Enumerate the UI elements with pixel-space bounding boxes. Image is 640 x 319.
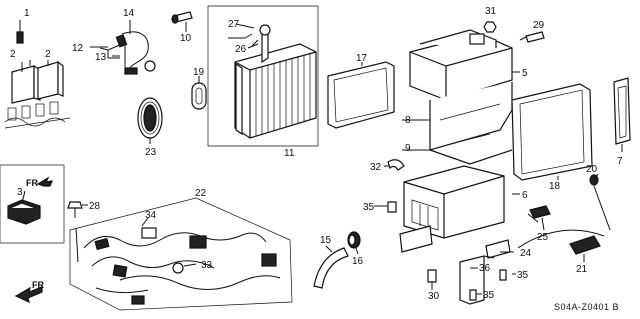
part-17-seal — [327, 61, 395, 129]
callout-15: 15 — [320, 235, 332, 246]
callout-23: 23 — [145, 147, 157, 158]
callout-12: 12 — [72, 43, 84, 54]
relay-bracket — [4, 101, 71, 129]
part-10-tube — [171, 11, 193, 32]
callout-5: 5 — [522, 68, 528, 79]
part-35-bolts — [387, 201, 507, 301]
part-23-seal — [137, 97, 163, 144]
callout-19: 19 — [193, 67, 205, 78]
callout-36: 36 — [479, 263, 491, 274]
callout-2b: 2 — [45, 49, 51, 60]
part-18-seal — [511, 83, 593, 181]
part-11-evaporator — [207, 5, 319, 147]
callout-26: 26 — [235, 44, 247, 55]
part-2-relays — [11, 60, 64, 104]
callout-10: 10 — [180, 33, 192, 44]
part-12-14-sensor — [99, 20, 156, 75]
callout-9: 9 — [405, 143, 411, 154]
callout-35c: 35 — [483, 290, 495, 301]
callout-28: 28 — [89, 201, 101, 212]
inset-fr-label: FR — [26, 178, 38, 188]
callout-35a: 35 — [363, 202, 375, 213]
callout-2a: 2 — [10, 49, 16, 60]
part-20-21-sensor — [517, 174, 611, 262]
leader-lines — [29, 23, 599, 295]
callout-3: 3 — [17, 187, 23, 198]
callout-35b: 35 — [517, 270, 529, 281]
callout-34: 34 — [145, 210, 157, 221]
part-22-harness — [69, 197, 293, 311]
inset-box-part-3 — [0, 164, 65, 244]
callout-22: 22 — [195, 188, 207, 199]
diagram-code: S04A-Z0401 B — [554, 302, 619, 312]
callout-24: 24 — [520, 248, 532, 259]
callout-7: 7 — [617, 156, 623, 167]
part-29-screw — [525, 31, 545, 43]
part-6-lower-case — [399, 165, 505, 253]
callout-1: 1 — [24, 8, 30, 19]
callout-32: 32 — [370, 162, 382, 173]
part-28-bolt — [67, 201, 88, 218]
callout-25: 25 — [537, 232, 549, 243]
main-fr-arrow-icon — [14, 286, 43, 304]
callout-14: 14 — [123, 8, 135, 19]
main-fr-label: FR — [32, 280, 44, 290]
callout-11: 11 — [284, 148, 295, 159]
callout-33: 33 — [201, 260, 213, 271]
part-8-upper-case — [409, 22, 529, 165]
part-32-clip — [387, 159, 405, 171]
callout-21: 21 — [576, 264, 588, 275]
part-1-connector — [16, 20, 24, 44]
callout-16: 16 — [352, 256, 364, 267]
part-15-hose — [313, 245, 349, 289]
callout-6: 6 — [522, 190, 528, 201]
callout-29: 29 — [533, 20, 545, 31]
callout-20: 20 — [586, 164, 598, 175]
part-31-nut — [483, 21, 497, 33]
callout-18: 18 — [549, 181, 561, 192]
part-25-connector — [527, 205, 551, 231]
callout-30: 30 — [428, 291, 440, 302]
part-16-grommet — [347, 231, 361, 255]
callout-8: 8 — [405, 115, 411, 126]
callout-17: 17 — [356, 53, 368, 64]
callout-13: 13 — [95, 52, 107, 63]
part-19-grommet — [191, 76, 207, 110]
callout-31: 31 — [485, 6, 497, 17]
part-7-bracket — [613, 77, 631, 152]
callout-labels: 1 2 2 3 5 6 7 8 9 10 11 12 13 14 15 16 1… — [10, 6, 623, 302]
callout-27: 27 — [228, 19, 240, 30]
inset-fr-arrow-icon — [36, 176, 53, 187]
